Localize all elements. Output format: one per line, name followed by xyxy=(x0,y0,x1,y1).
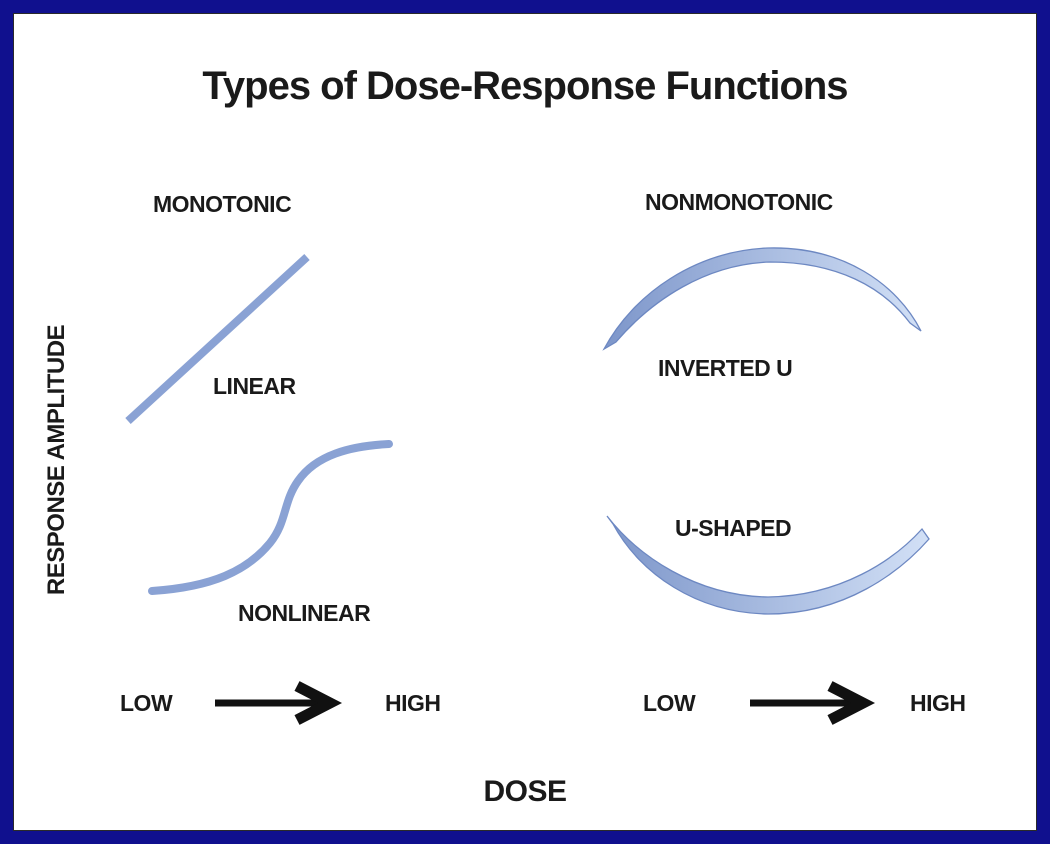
u-shaped-arc xyxy=(606,515,930,615)
page-title: Types of Dose-Response Functions xyxy=(202,64,848,108)
curve-label-linear: LINEAR xyxy=(213,373,296,399)
curve-label-inverted-u: INVERTED U xyxy=(658,355,793,381)
dose-low-right: LOW xyxy=(643,690,696,716)
dose-arrow-right-icon xyxy=(750,681,876,725)
curve-label-u-shaped: U-SHAPED xyxy=(675,515,792,541)
dose-high-left: HIGH xyxy=(385,690,441,716)
linear-curve xyxy=(125,254,310,424)
curve-label-nonlinear: NONLINEAR xyxy=(238,600,371,626)
sigmoid-curve xyxy=(148,440,393,595)
inverted-u-arc xyxy=(602,247,922,351)
x-axis-label: DOSE xyxy=(483,775,567,808)
column-heading-monotonic: MONOTONIC xyxy=(153,191,292,217)
dose-high-right: HIGH xyxy=(910,690,966,716)
dose-arrow-left-icon xyxy=(215,681,343,725)
dose-low-left: LOW xyxy=(120,690,173,716)
column-heading-nonmonotonic: NONMONOTONIC xyxy=(645,189,833,215)
